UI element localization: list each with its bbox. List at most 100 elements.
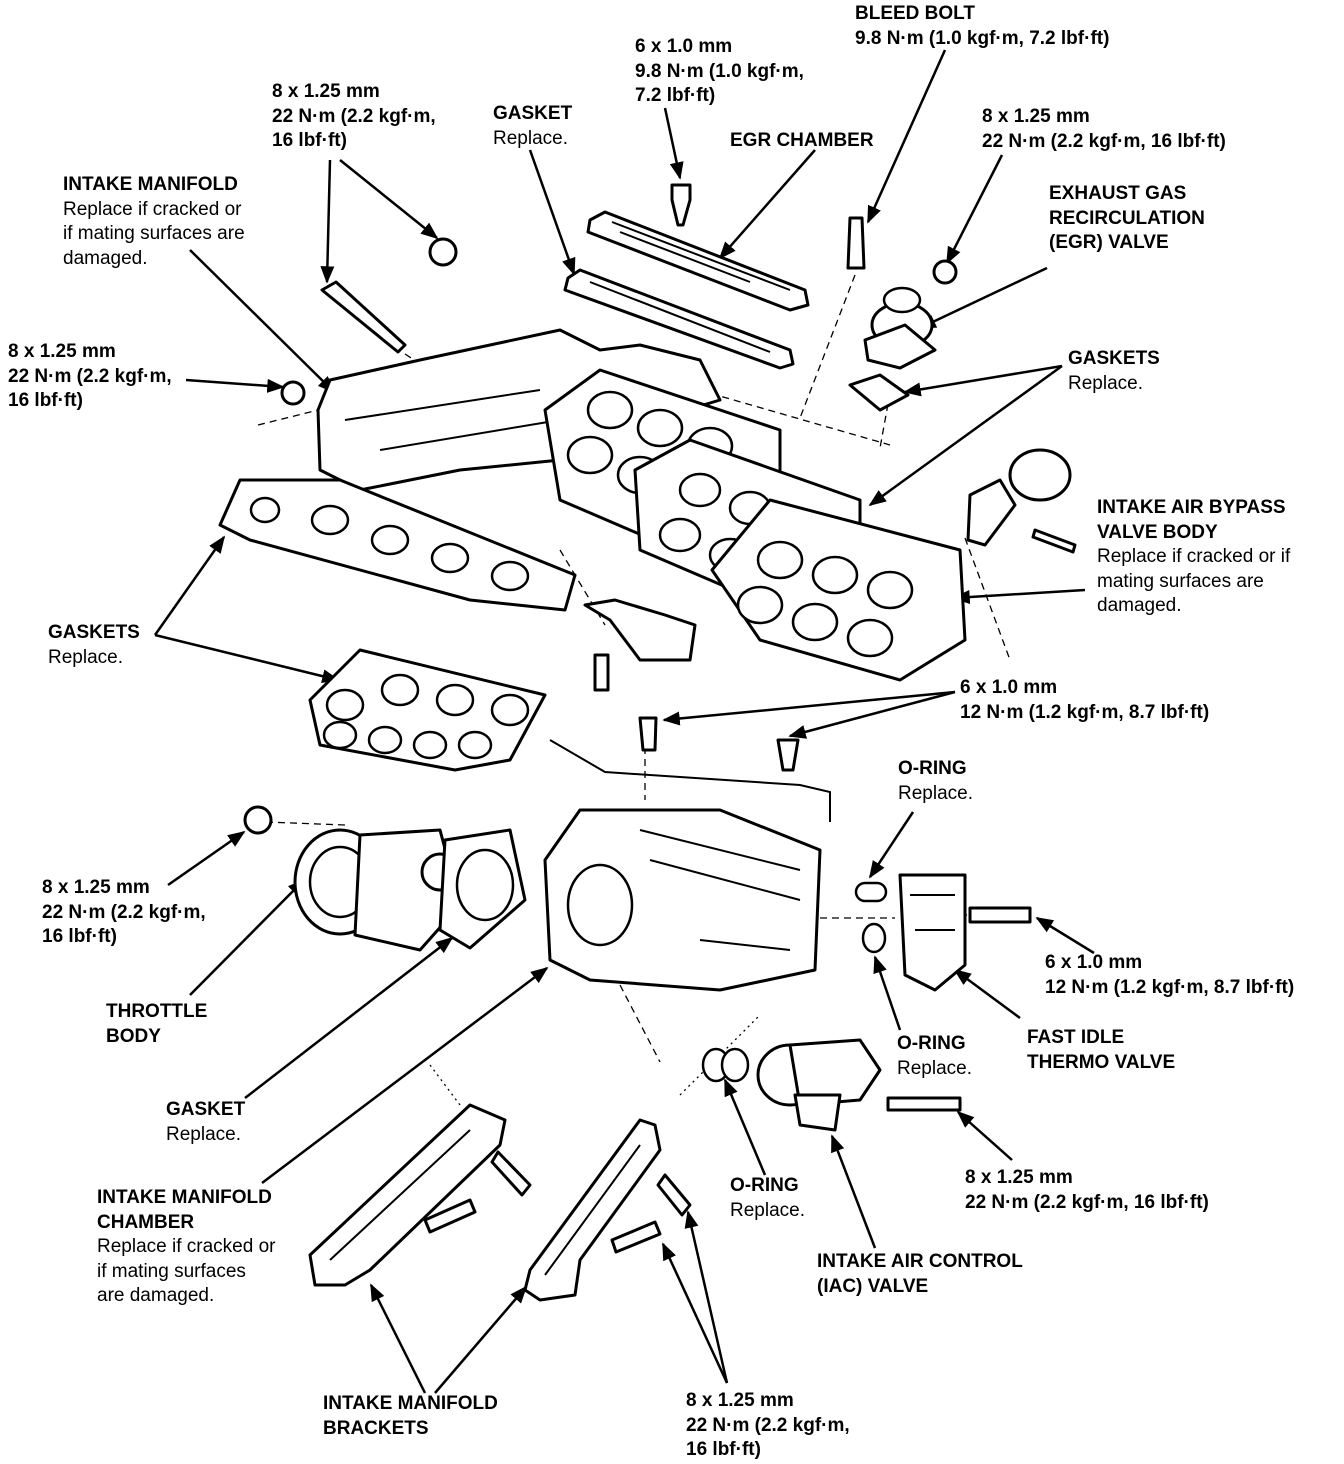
callout-note: Replace if cracked or bbox=[63, 198, 242, 220]
leader-arrow bbox=[185, 378, 285, 393]
leader-arrow bbox=[723, 1078, 767, 1176]
callout-title: INTAKE MANIFOLD bbox=[97, 1187, 272, 1208]
leader-arrow bbox=[369, 1283, 427, 1394]
callout-spec: 9.8 N·m (1.0 kgf·m, 7.2 lbf·ft) bbox=[855, 27, 1110, 49]
leader-arrow bbox=[788, 690, 956, 739]
throttle-gasket-part bbox=[438, 828, 527, 950]
callout-spec: 8 x 1.25 mm bbox=[8, 341, 116, 362]
intake-manifold-bracket-parts bbox=[308, 1103, 662, 1302]
fast-idle-thermo-valve-part bbox=[898, 873, 967, 992]
callout-title: VALVE BODY bbox=[1097, 521, 1218, 543]
callout-spec: 22 N·m (2.2 kgf·m, bbox=[686, 1414, 850, 1436]
callout-note: Replace. bbox=[166, 1123, 241, 1145]
callout-note: Replace. bbox=[897, 1057, 972, 1079]
callout-title: THERMO VALVE bbox=[1027, 1051, 1176, 1073]
callout-spec: 22 N·m (2.2 kgf·m, bbox=[272, 105, 436, 127]
leader-arrow bbox=[662, 690, 956, 726]
iac-bolt-spec-label: 8 x 1.25 mm 22 N·m (2.2 kgf·m, 16 lbf·ft) bbox=[965, 1166, 1209, 1215]
leader-arrow bbox=[866, 49, 947, 224]
intake-air-bypass-valve-body-part bbox=[710, 498, 967, 682]
callout-title: (EGR) VALVE bbox=[1049, 232, 1169, 253]
callout-spec: 22 N·m (2.2 kgf·m, 16 lbf·ft) bbox=[965, 1191, 1209, 1213]
leader-arrow bbox=[956, 1110, 1013, 1161]
leader-arrow bbox=[434, 1285, 528, 1394]
callout-title: GASKET bbox=[166, 1099, 246, 1120]
callout-note: Replace. bbox=[493, 127, 568, 149]
iac-valve-part bbox=[756, 1038, 882, 1132]
callout-title: INTAKE AIR CONTROL bbox=[817, 1251, 1023, 1272]
callout-note: Replace. bbox=[730, 1199, 805, 1221]
leader-arrow bbox=[1035, 916, 1095, 955]
leader-arrow bbox=[528, 149, 576, 276]
leader-arrow bbox=[153, 535, 226, 636]
egr-gasket-part bbox=[848, 373, 910, 412]
leader-arrow bbox=[189, 249, 336, 394]
callout-title: BLEED BOLT bbox=[855, 3, 975, 24]
egr-valve-part bbox=[863, 286, 937, 370]
callout-spec: 22 N·m (2.2 kgf·m, bbox=[42, 901, 206, 923]
callout-spec: 8 x 1.25 mm bbox=[982, 106, 1090, 127]
leader-arrow bbox=[154, 633, 340, 684]
callout-note: mating surfaces are bbox=[1097, 570, 1264, 592]
leader-arrow bbox=[953, 968, 1021, 1020]
leader-lines bbox=[153, 49, 1095, 1394]
callout-spec: 16 lbf·ft) bbox=[686, 1439, 761, 1460]
bypass-actuator-part bbox=[966, 448, 1072, 547]
breather-tube-part bbox=[549, 739, 831, 822]
fast-idle-thermo-valve-label: FAST IDLE THERMO VALVE bbox=[1027, 1026, 1175, 1075]
callout-note: if mating surfaces bbox=[97, 1260, 246, 1282]
callout-title: FAST IDLE bbox=[1027, 1027, 1125, 1048]
callout-note: damaged. bbox=[63, 247, 148, 269]
callout-title: BODY bbox=[106, 1025, 161, 1047]
throttle-body-part bbox=[293, 828, 462, 952]
leader-arrow bbox=[320, 159, 335, 284]
fasteners bbox=[243, 183, 1077, 1254]
callout-spec: 7.2 lbf·ft) bbox=[635, 85, 716, 106]
bypass-valve-label: INTAKE AIR BYPASS VALVE BODY Replace if cr… bbox=[1097, 496, 1290, 619]
callout-title: GASKETS bbox=[48, 622, 140, 643]
callout-note: damaged. bbox=[1097, 595, 1182, 616]
left-gasket-part bbox=[218, 478, 577, 612]
leader-arrow bbox=[873, 955, 902, 1031]
callout-title: INTAKE MANIFOLD bbox=[63, 174, 238, 195]
callout-spec: 8 x 1.25 mm bbox=[272, 81, 380, 102]
leader-arrow bbox=[661, 1242, 729, 1384]
iac-valve-label: INTAKE AIR CONTROL(IAC) VALVE bbox=[817, 1250, 1023, 1299]
callout-title: RECIRCULATION bbox=[1049, 207, 1205, 229]
leader-arrow bbox=[167, 830, 246, 887]
leader-arrow bbox=[189, 878, 306, 996]
leader-arrow bbox=[663, 107, 684, 180]
leader-arrow bbox=[718, 149, 816, 260]
leader-arrow bbox=[244, 936, 454, 1099]
leader-arrow bbox=[918, 266, 1048, 330]
callout-note: Replace if cracked or if bbox=[1097, 546, 1291, 567]
leader-arrow bbox=[339, 159, 439, 240]
callout-spec: 8 x 1.25 mm bbox=[965, 1167, 1073, 1188]
callout-note: are damaged. bbox=[97, 1285, 215, 1306]
callout-title: THROTTLE bbox=[106, 1001, 208, 1022]
leader-arrow bbox=[868, 364, 1063, 507]
callout-note: Replace if cracked or bbox=[97, 1236, 276, 1257]
leader-arrow bbox=[868, 811, 915, 879]
egr-chamber-gasket-part bbox=[563, 268, 795, 370]
callout-title: INTAKE AIR BYPASS bbox=[1097, 497, 1286, 518]
egr-chamber-part bbox=[586, 210, 810, 312]
callout-spec: 16 lbf·ft) bbox=[8, 390, 83, 411]
callout-title: O-RING bbox=[898, 758, 967, 779]
